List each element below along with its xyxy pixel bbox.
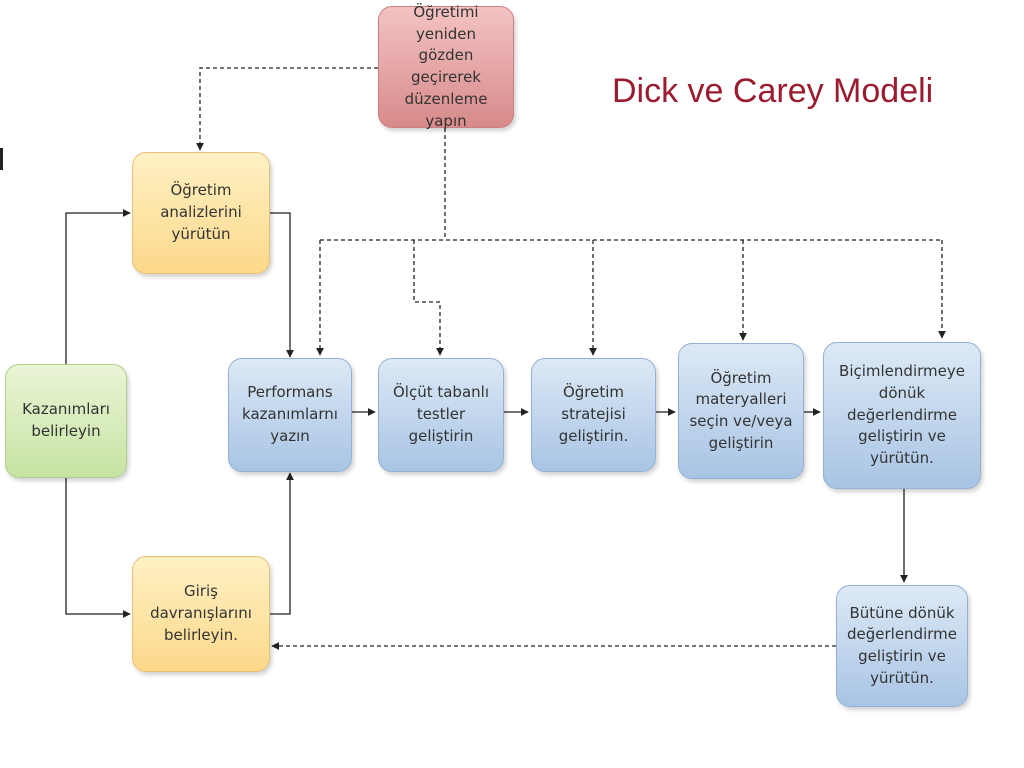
bus-to-tests-dashed <box>413 240 444 356</box>
entry-behaviors-label: Giriş davranışlarını belirleyin. <box>150 582 252 644</box>
summative-evaluation-label: Bütüne dönük değerlendirme geliştirin ve… <box>846 603 957 687</box>
edge-marker <box>0 148 3 170</box>
instructional-analysis-label: Öğretim analizlerini yürütün <box>160 181 242 243</box>
goals-to-entry-line <box>65 478 131 618</box>
instructional-analysis-box: Öğretim analizlerini yürütün <box>132 152 270 274</box>
revise-instruction-box: Öğretimi yeniden gözden geçirerek düzenl… <box>378 3 514 130</box>
revise-instruction-label: Öğretimi yeniden gözden geçirerek düzenl… <box>404 2 488 130</box>
revise-to-analysis-dashed <box>196 67 378 151</box>
instructional-materials-box: Öğretim materyalleri seçin ve/veya geliş… <box>678 343 804 479</box>
instructional-materials-label: Öğretim materyalleri seçin ve/veya geliş… <box>689 368 793 452</box>
diagram-title: Dick ve Carey Modeli <box>612 72 934 110</box>
identify-goals-box: Kazanımları belirleyin <box>5 364 127 478</box>
analysis-to-objectives-line <box>270 212 294 358</box>
entry-to-objectives-line <box>270 472 294 615</box>
instructional-strategy-box: Öğretim stratejisi geliştirin. <box>531 358 656 472</box>
performance-objectives-box: Performans kazanımlarnı yazın <box>228 358 352 472</box>
entry-behaviors-box: Giriş davranışlarını belirleyin. <box>132 556 270 672</box>
goals-to-analysis-line <box>65 209 131 364</box>
identify-goals-label: Kazanımları belirleyin <box>22 400 110 440</box>
formative-evaluation-label: Biçimlendirmeye dönük değerlendirme geli… <box>839 362 965 468</box>
criterion-tests-label: Ölçüt tabanlı testler geliştirin <box>392 383 489 445</box>
instructional-strategy-label: Öğretim stratejisi geliştirin. <box>558 383 629 445</box>
performance-objectives-label: Performans kazanımlarnı yazın <box>242 383 338 445</box>
criterion-tests-box: Ölçüt tabanlı testler geliştirin <box>378 358 504 472</box>
summative-evaluation-box: Bütüne dönük değerlendirme geliştirin ve… <box>836 585 968 707</box>
formative-evaluation-box: Biçimlendirmeye dönük değerlendirme geli… <box>823 342 981 489</box>
